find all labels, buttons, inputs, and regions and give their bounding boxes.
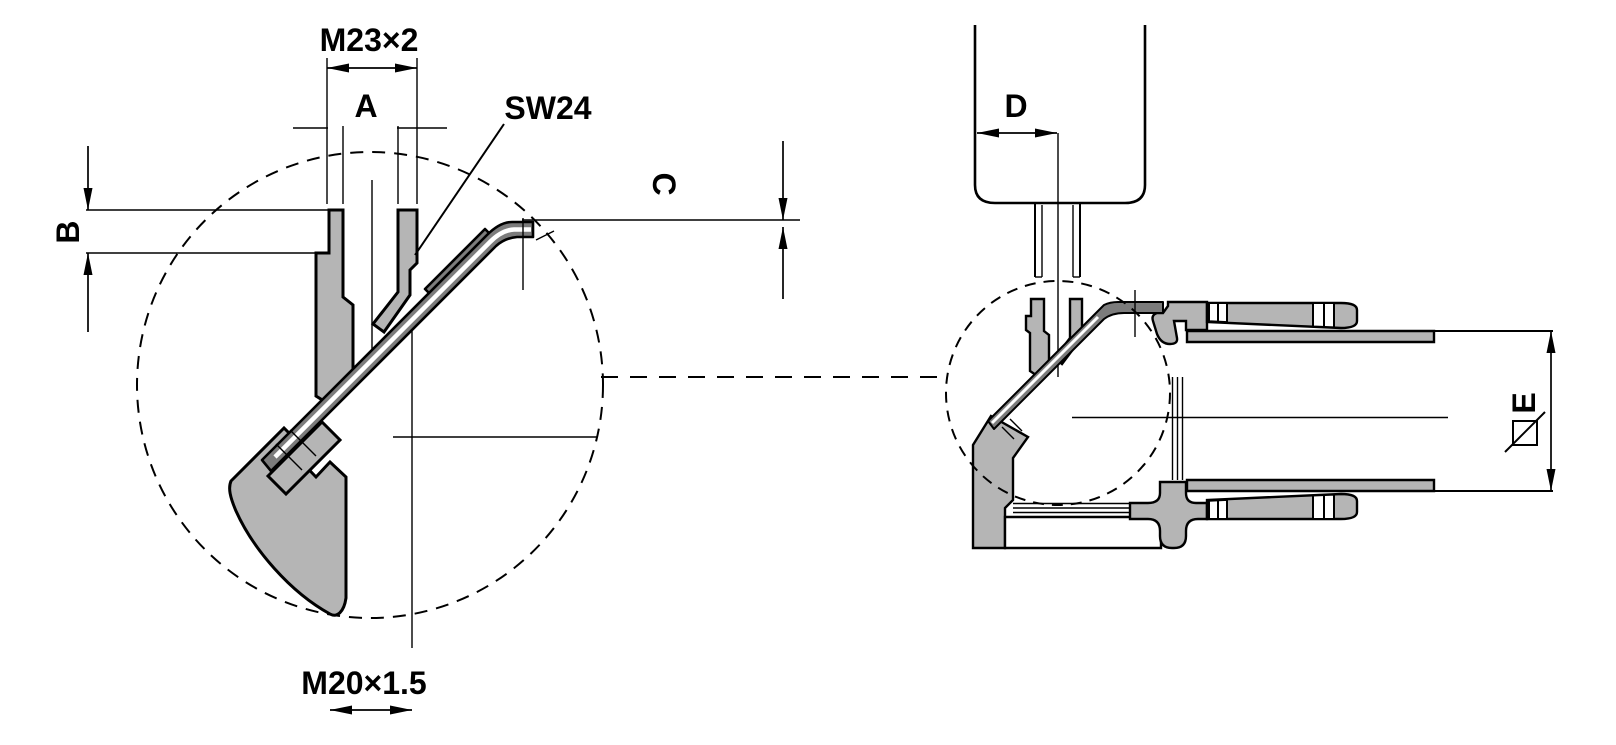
detail-circle [136, 151, 604, 619]
dimension-c: C [522, 141, 800, 299]
dim-d-label: D [1004, 88, 1027, 124]
sleeve-and-stud-bolt-mirror [1185, 478, 1555, 521]
tank-outline [973, 25, 1147, 205]
arrowhead-left [977, 128, 999, 138]
holder-bore-lines [1171, 377, 1184, 480]
injection-pipe [260, 220, 535, 473]
dimension-m20: M20×1.5 [301, 665, 427, 715]
arrowhead-down [778, 198, 788, 220]
sleeve-bar [1185, 329, 1436, 344]
holder-left-wall [971, 414, 1030, 550]
dimension-m23: M23×2 A [293, 22, 447, 204]
dimension-b: B [50, 146, 330, 332]
thread-top-label: M23×2 [320, 22, 419, 58]
arrowhead-down [83, 188, 93, 210]
wrench-size-callout: SW24 [414, 90, 592, 256]
supply-tube [1034, 203, 1081, 278]
arrowhead-right [395, 63, 417, 73]
gasket-stack [1013, 502, 1148, 518]
arrowhead-up [778, 227, 788, 249]
break-tick [1001, 426, 1015, 440]
leader-line-sw24 [414, 123, 505, 256]
detail-circle-small [945, 280, 1171, 506]
detail-view: M23×2 A SW24 B C [50, 22, 800, 715]
arrowhead-up [1546, 331, 1556, 353]
dim-b-label: B [50, 220, 86, 243]
clamp-cone [265, 419, 343, 497]
break-tick [1009, 418, 1023, 432]
overview-view: D [945, 25, 1556, 550]
dimension-d: D [977, 88, 1059, 377]
thread-bottom-label: M20×1.5 [301, 665, 426, 701]
dimension-e: E [1504, 331, 1556, 491]
sw24-label: SW24 [504, 90, 591, 126]
sleeve-and-stud-bolt [1185, 301, 1553, 344]
union-stud-right-wall [370, 208, 419, 335]
lower-boss [1128, 480, 1209, 550]
union-nut-body [228, 425, 348, 617]
arrowhead-down [1546, 469, 1556, 491]
holder-bottom-flange [1003, 515, 1163, 550]
arrowhead-left [327, 63, 349, 73]
break-tick [275, 443, 303, 471]
mini-injection-pipe [987, 301, 1164, 430]
dim-c-label: C [646, 172, 682, 195]
dim-e-label: E [1506, 392, 1542, 413]
square-across-flats-icon [1504, 411, 1546, 453]
break-tick [289, 429, 317, 457]
mini-pipe-bore-slit [990, 315, 1100, 425]
arrowhead-up [83, 253, 93, 275]
arrowhead-left [330, 705, 352, 715]
arrowhead-right [1035, 128, 1057, 138]
dim-a-label: A [354, 88, 377, 124]
upper-boss [1151, 300, 1209, 346]
pipe-bore-slit [273, 227, 531, 459]
arrowhead-right [390, 705, 412, 715]
